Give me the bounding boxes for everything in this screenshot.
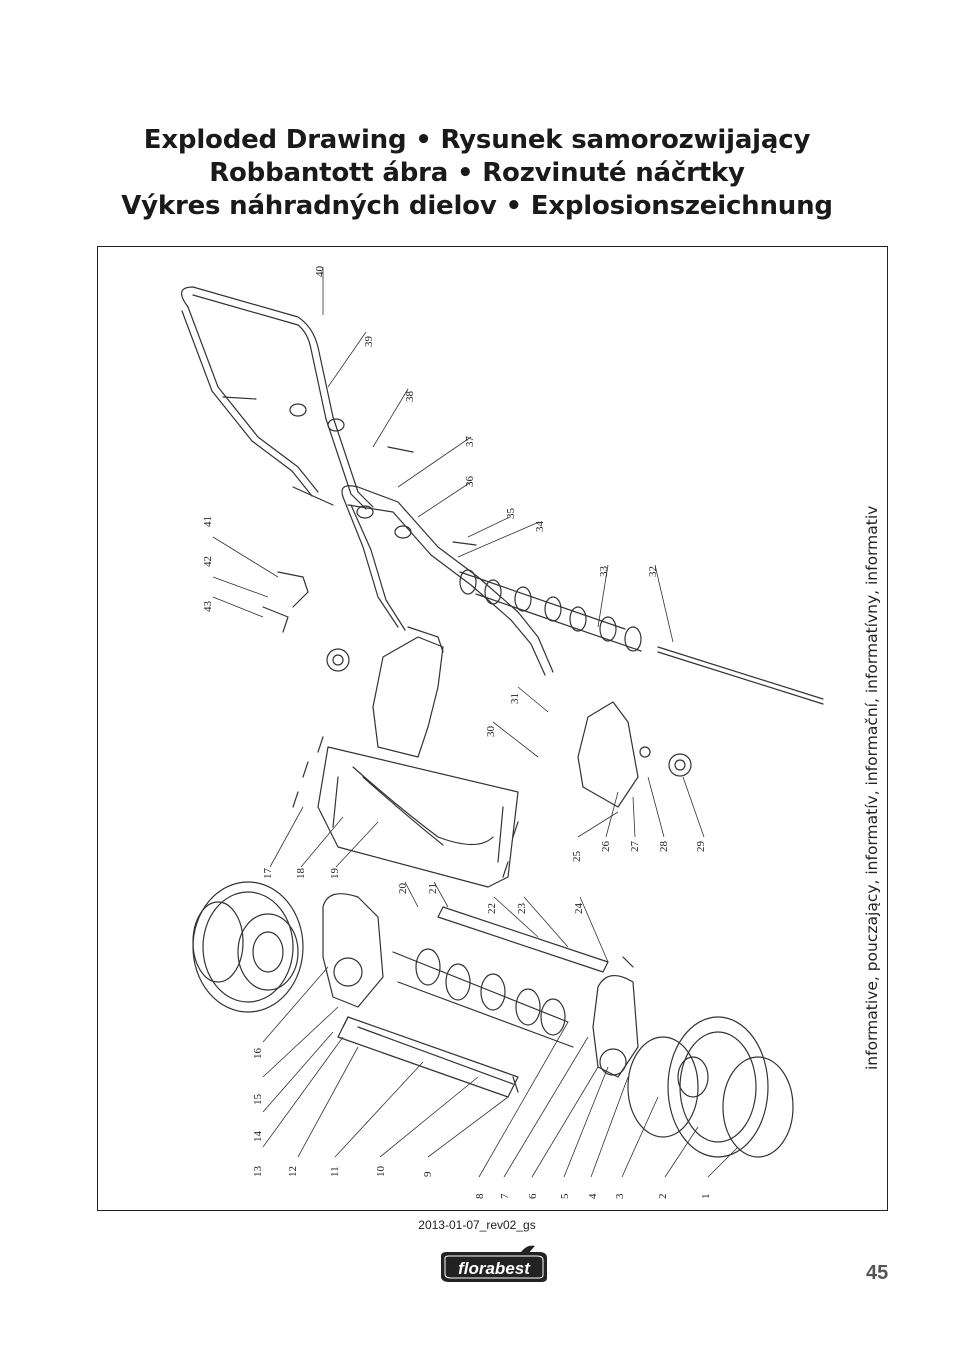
part-number-label: 17 xyxy=(262,868,274,880)
part-number-label: 15 xyxy=(252,1094,264,1106)
rod xyxy=(657,646,824,700)
side-note: informative, pouczający, informatív, inf… xyxy=(863,505,881,1070)
part-number-label: 2 xyxy=(657,1194,669,1200)
part-number-label: 40 xyxy=(314,266,326,278)
part-number-label: 5 xyxy=(559,1193,571,1199)
exploded-drawing-frame: 1 2 3 4 5 6 7 8 9 10 11 12 13 14 15 16 1… xyxy=(97,246,888,1211)
logo-text: florabest xyxy=(458,1259,531,1278)
handle-bar xyxy=(181,286,374,508)
foam-grip xyxy=(459,569,642,652)
part-number-label: 43 xyxy=(202,601,214,613)
part-number-label: 12 xyxy=(287,1166,299,1177)
part-number-label: 11 xyxy=(329,1166,341,1177)
part-number-label: 25 xyxy=(571,851,583,863)
title-block: Exploded Drawing • Rysunek samorozwijają… xyxy=(0,124,954,223)
part-number-label: 41 xyxy=(202,516,214,527)
part-number-label: 42 xyxy=(202,556,214,567)
part-number-label: 30 xyxy=(485,726,497,738)
part-number-label: 37 xyxy=(464,436,476,448)
part-number-label: 18 xyxy=(295,868,307,880)
part-number-label: 19 xyxy=(329,868,341,880)
left-wheel xyxy=(192,881,304,1013)
exploded-drawing: 1 2 3 4 5 6 7 8 9 10 11 12 13 14 15 16 1… xyxy=(181,266,824,1200)
part-number-label: 33 xyxy=(598,566,610,578)
part-number-label: 4 xyxy=(587,1193,599,1199)
part-number-label: 20 xyxy=(397,883,409,895)
part-number-label: 9 xyxy=(422,1171,434,1177)
title-line-3: Výkres náhradných dielov • Explosionszei… xyxy=(121,191,833,221)
title-line-2: Robbantott ábra • Rozvinuté náčrtky xyxy=(209,158,745,188)
reel xyxy=(392,948,574,1048)
part-number-label: 36 xyxy=(464,476,476,488)
part-number-label: 24 xyxy=(573,903,585,915)
part-number-label: 22 xyxy=(486,903,498,914)
part-number-label: 29 xyxy=(695,841,707,853)
grass-catcher xyxy=(317,746,519,888)
lower-handle xyxy=(341,485,554,673)
part-numbers: 1 2 3 4 5 6 7 8 9 10 11 12 13 14 15 16 1… xyxy=(202,266,712,1200)
part-number-label: 38 xyxy=(404,391,416,403)
part-number-label: 7 xyxy=(499,1193,511,1199)
right-side-plate xyxy=(577,701,639,808)
part-number-label: 10 xyxy=(375,1166,387,1178)
part-number-label: 1 xyxy=(700,1194,712,1200)
part-number-label: 26 xyxy=(600,841,612,853)
page-number: 45 xyxy=(866,1262,889,1284)
part-number-label: 16 xyxy=(252,1048,264,1060)
florabest-logo: florabest xyxy=(441,1245,547,1282)
part-number-label: 21 xyxy=(427,883,439,894)
part-number-label: 34 xyxy=(534,521,546,533)
revision-stamp: 2013-01-07_rev02_gs xyxy=(418,1218,536,1232)
part-number-label: 3 xyxy=(614,1193,626,1199)
part-number-label: 39 xyxy=(363,336,375,348)
part-number-label: 27 xyxy=(629,841,641,853)
part-number-label: 31 xyxy=(509,693,521,704)
part-number-label: 23 xyxy=(516,903,528,915)
part-number-label: 14 xyxy=(252,1131,264,1143)
left-side-plate xyxy=(372,636,444,758)
part-number-label: 13 xyxy=(252,1166,264,1178)
part-number-label: 8 xyxy=(474,1193,486,1199)
part-number-label: 6 xyxy=(527,1193,539,1199)
part-number-label: 32 xyxy=(647,566,659,577)
part-number-label: 35 xyxy=(505,508,517,520)
title-line-1: Exploded Drawing • Rysunek samorozwijają… xyxy=(143,125,811,155)
right-wheel xyxy=(627,1016,794,1158)
part-number-label: 28 xyxy=(658,841,670,853)
